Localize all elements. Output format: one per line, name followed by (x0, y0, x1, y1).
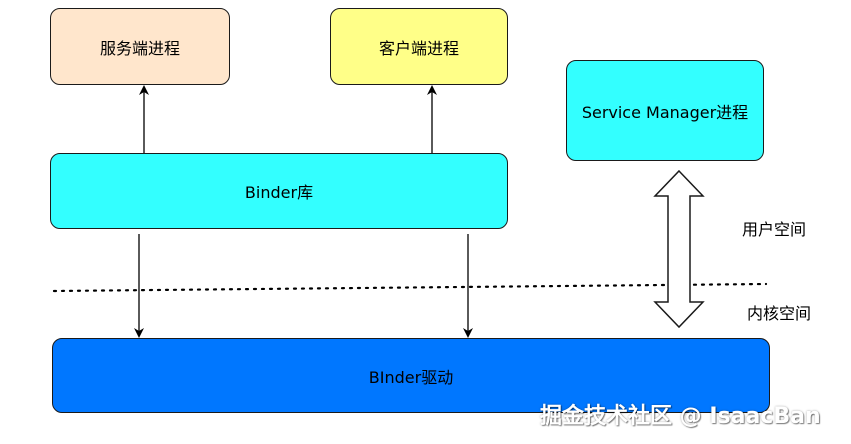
service-manager-label: Service Manager进程 (581, 102, 749, 122)
service-manager-node: Service Manager进程 (566, 60, 764, 161)
double-arrow-sm-driver (653, 169, 705, 329)
watermark: 掘金技术社区 @ IsaacBan (540, 404, 821, 429)
binder-library-label: Binder库 (244, 183, 314, 202)
binder-library-node: Binder库 (50, 153, 508, 229)
kernel-space-label: 内核空间 (747, 304, 812, 323)
user-space-label: 用户空间 (742, 220, 807, 239)
binder-driver-node: BInder驱动 (52, 338, 770, 413)
binder-driver-label: BInder驱动 (368, 367, 454, 387)
client-process-label: 客户端进程 (378, 38, 459, 58)
client-process-node: 客户端进程 (330, 8, 508, 85)
server-process-label: 服务端进程 (99, 38, 180, 58)
server-process-node: 服务端进程 (50, 8, 230, 85)
user-kernel-separator (52, 282, 768, 293)
